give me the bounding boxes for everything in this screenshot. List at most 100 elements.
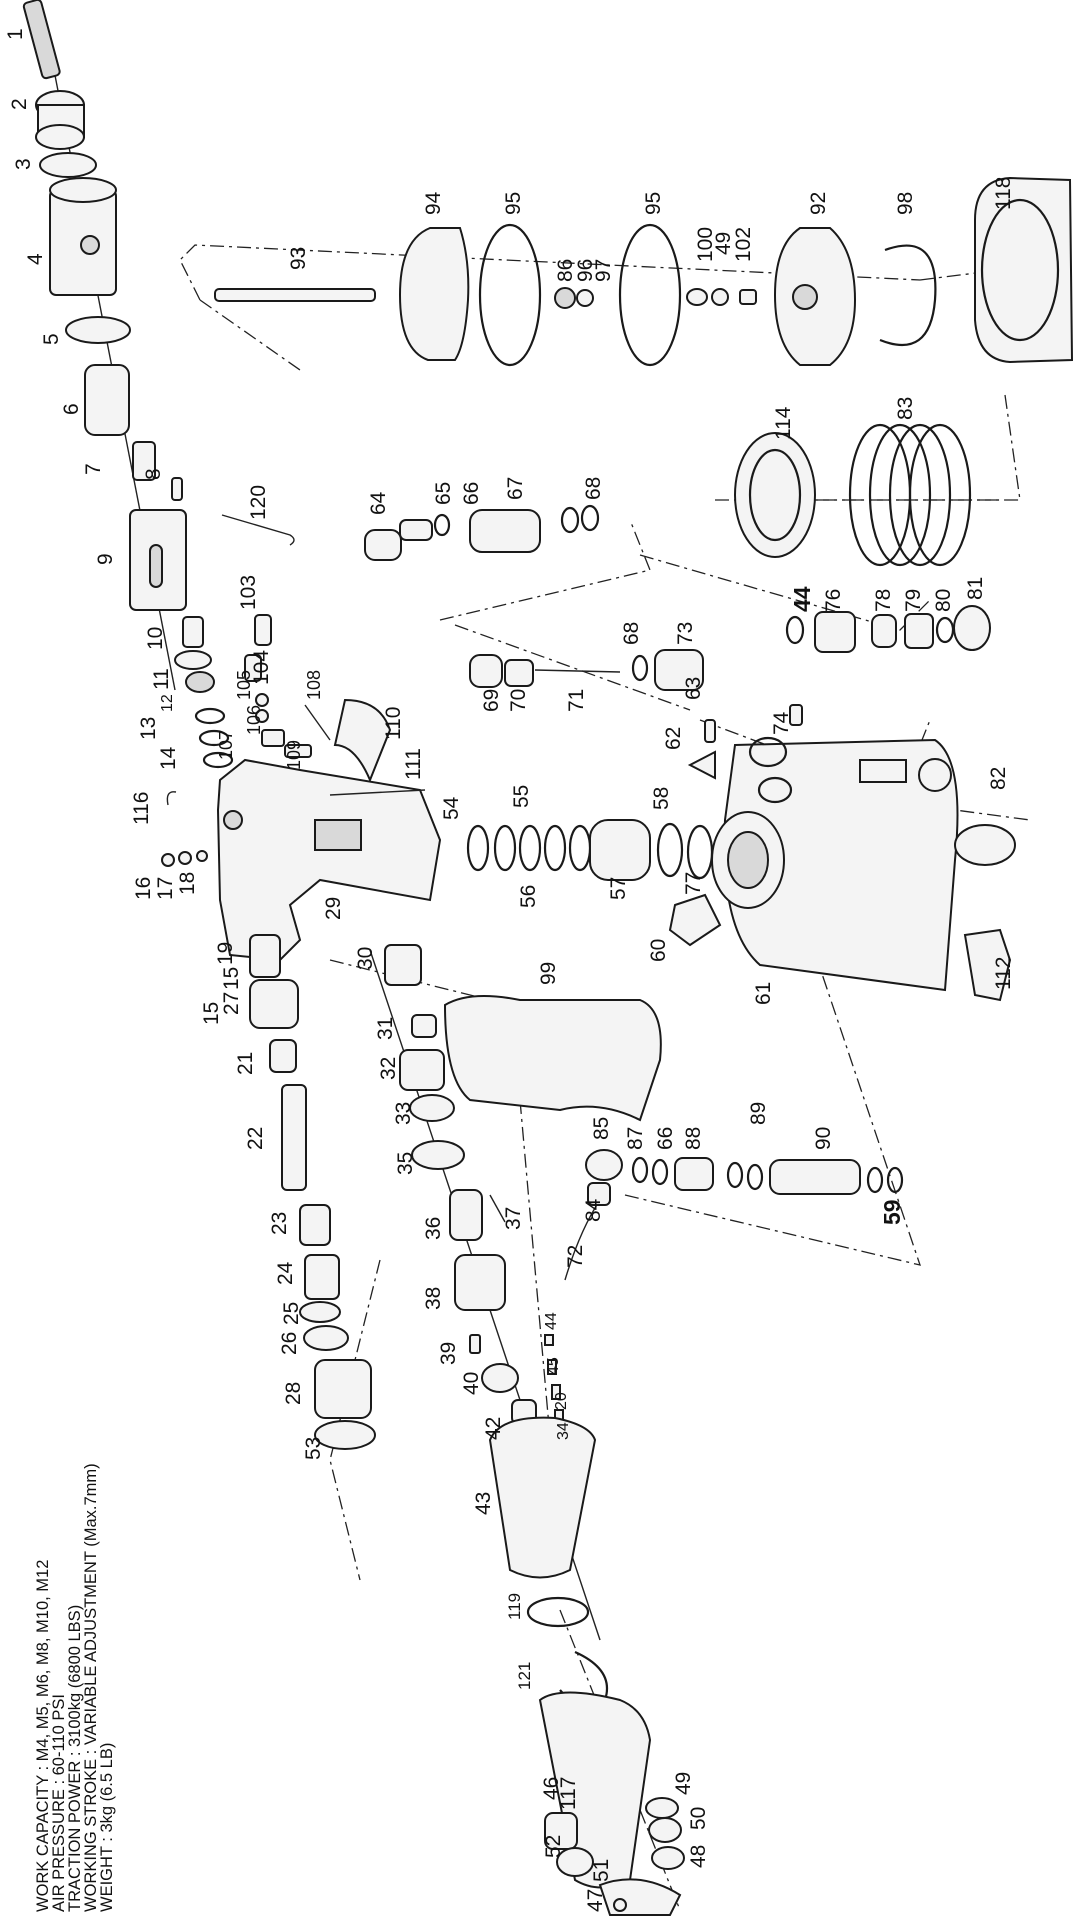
label-part-61: 61 bbox=[752, 982, 775, 1005]
label-part-15b: 15 bbox=[220, 967, 243, 990]
label-part-29: 29 bbox=[322, 897, 345, 920]
label-part-23: 23 bbox=[268, 1212, 291, 1235]
label-part-93: 93 bbox=[287, 247, 310, 270]
label-part-70: 70 bbox=[507, 689, 530, 712]
label-part-26: 26 bbox=[278, 1332, 301, 1355]
label-part-18: 18 bbox=[176, 872, 199, 895]
part-96 bbox=[576, 289, 594, 307]
label-part-6: 6 bbox=[60, 403, 83, 415]
label-part-19: 19 bbox=[214, 942, 237, 965]
label-part-12: 12 bbox=[159, 694, 176, 712]
part-68b bbox=[631, 654, 649, 682]
label-part-117: 117 bbox=[557, 1777, 580, 1810]
part-36 bbox=[449, 1189, 483, 1241]
label-part-72: 72 bbox=[564, 1245, 587, 1268]
label-part-50: 50 bbox=[687, 1807, 710, 1830]
label-part-107: 107 bbox=[216, 730, 236, 760]
part-99-grip bbox=[443, 995, 662, 1122]
part-63 bbox=[704, 719, 716, 743]
spine-parts bbox=[22, 0, 234, 769]
part-76 bbox=[814, 611, 856, 653]
part-33 bbox=[409, 1094, 455, 1122]
part-82 bbox=[918, 758, 952, 792]
label-part-32: 32 bbox=[377, 1057, 400, 1080]
part-71 bbox=[534, 669, 621, 673]
label-part-74: 74 bbox=[770, 711, 793, 735]
part-24-spring bbox=[304, 1254, 340, 1300]
label-part-3: 3 bbox=[12, 158, 35, 170]
part-59 bbox=[866, 1166, 884, 1194]
part-116-clip bbox=[166, 791, 177, 806]
label-part-49b: 49 bbox=[672, 1772, 695, 1795]
label-part-97: 97 bbox=[592, 259, 615, 282]
part-5-locknut bbox=[65, 316, 131, 344]
part-56 bbox=[543, 824, 567, 872]
part-95b bbox=[618, 223, 682, 367]
label-part-77: 77 bbox=[682, 872, 705, 895]
label-part-17: 17 bbox=[154, 877, 177, 900]
part-89a bbox=[726, 1161, 744, 1189]
part-28 bbox=[314, 1359, 372, 1419]
part-81 bbox=[953, 605, 991, 651]
part-58 bbox=[656, 822, 684, 878]
lower-parts bbox=[384, 944, 685, 1916]
part-94-piston bbox=[398, 227, 470, 361]
label-part-14: 14 bbox=[157, 746, 180, 770]
label-part-118: 118 bbox=[992, 177, 1015, 210]
label-part-16: 16 bbox=[132, 877, 155, 900]
spec-weight: WEIGHT : 3kg (6.5 LB) bbox=[98, 1743, 116, 1912]
part-15-27 bbox=[249, 979, 299, 1029]
label-part-110: 110 bbox=[382, 707, 405, 740]
label-part-85: 85 bbox=[590, 1117, 613, 1140]
label-part-46: 46 bbox=[540, 1777, 563, 1800]
part-68a bbox=[560, 506, 580, 534]
part-1-mandrel bbox=[22, 0, 61, 80]
label-part-79: 79 bbox=[902, 589, 925, 612]
label-part-65: 65 bbox=[432, 482, 455, 505]
label-part-25: 25 bbox=[280, 1302, 303, 1325]
label-part-114: 114 bbox=[772, 406, 795, 440]
part-3-nut bbox=[39, 152, 97, 178]
label-part-58: 58 bbox=[650, 787, 673, 810]
label-part-68a: 68 bbox=[582, 477, 605, 500]
label-part-64: 64 bbox=[367, 491, 390, 515]
label-part-54: 54 bbox=[440, 796, 463, 820]
label-part-90: 90 bbox=[812, 1127, 835, 1150]
part-21 bbox=[269, 1039, 297, 1073]
label-part-51: 51 bbox=[590, 1859, 613, 1882]
part-108 bbox=[304, 704, 331, 741]
part-38 bbox=[454, 1254, 506, 1311]
label-part-24: 24 bbox=[274, 1261, 297, 1285]
part-32 bbox=[399, 1049, 445, 1091]
part-62 bbox=[687, 750, 716, 780]
part-26 bbox=[303, 1325, 349, 1351]
label-part-55: 55 bbox=[510, 785, 533, 808]
spec-traction-power: TRACTION POWER : 3100kg (6800 LBS) bbox=[66, 1605, 84, 1912]
part-19-piston bbox=[249, 934, 281, 978]
part-55 bbox=[518, 824, 542, 872]
part-66b bbox=[651, 1158, 669, 1186]
label-part-38: 38 bbox=[422, 1287, 445, 1310]
part-66 bbox=[433, 513, 451, 537]
label-part-20: 20 bbox=[553, 1392, 570, 1410]
part-79 bbox=[904, 613, 934, 649]
part-117 bbox=[544, 1812, 578, 1850]
part-49b bbox=[645, 1797, 679, 1819]
label-part-62: 62 bbox=[662, 727, 685, 750]
main-body bbox=[161, 758, 442, 1450]
part-106 bbox=[255, 709, 269, 723]
part-120-wire bbox=[221, 514, 295, 546]
part-30 bbox=[384, 944, 422, 986]
label-part-120: 120 bbox=[247, 485, 270, 520]
part-102 bbox=[739, 289, 757, 305]
label-part-109: 109 bbox=[284, 740, 304, 770]
label-part-87: 87 bbox=[624, 1127, 647, 1150]
label-part-27: 27 bbox=[220, 992, 243, 1015]
label-part-92: 92 bbox=[807, 192, 830, 215]
label-part-35: 35 bbox=[394, 1152, 417, 1175]
label-part-9: 9 bbox=[94, 553, 117, 565]
part-52 bbox=[556, 1847, 594, 1877]
part-20 bbox=[551, 1384, 561, 1400]
spec-air-pressure: AIR PRESSURE : 60-110 PSI bbox=[50, 1694, 68, 1912]
